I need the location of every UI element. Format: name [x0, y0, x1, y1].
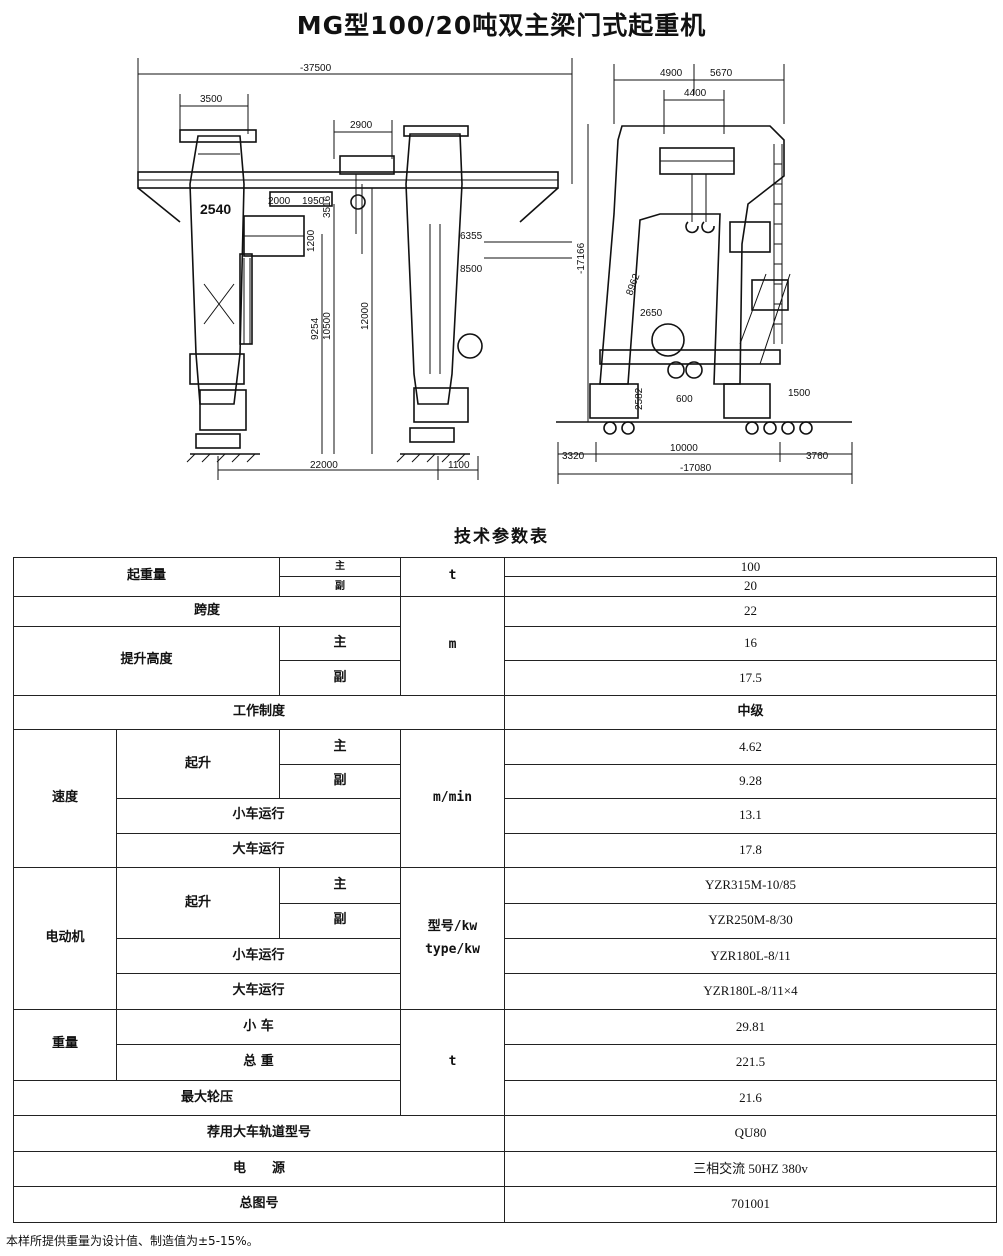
value-motor-aux: YZR250M-8/30 — [504, 902, 998, 940]
label-lifting-capacity: 起重量 — [12, 557, 281, 597]
dim-side-10000: 10000 — [670, 443, 698, 454]
label-motor-trolley: 小车运行 — [115, 938, 402, 975]
label-lift-height: 提升高度 — [12, 625, 281, 696]
dim-6355: 6355 — [460, 231, 483, 242]
value-weight-total: 221.5 — [504, 1044, 998, 1081]
label-weight-total: 总 重 — [115, 1044, 402, 1081]
value-lh-aux: 17.5 — [504, 660, 998, 696]
value-span: 22 — [504, 595, 998, 627]
page-title: MG型100/20吨双主梁门式起重机 — [296, 11, 707, 40]
dim-side-3320: 3320 — [562, 451, 585, 462]
dim-side-2650: 2650 — [640, 308, 663, 319]
label-motor-main: 主 — [279, 867, 402, 904]
crane-drawing: -37500 3500 2900 2540 2000 1950 3516 120… — [137, 58, 853, 484]
value-max-wheel: 21.6 — [504, 1079, 998, 1117]
value-duty: 中级 — [504, 694, 998, 731]
dim-side-17080: -17080 — [680, 463, 712, 474]
unit-speed: m/min — [400, 729, 506, 869]
unit-motor-cn: 型号/kw — [427, 918, 478, 934]
value-motor-main: YZR315M-10/85 — [504, 867, 998, 904]
value-capacity-aux: 20 — [504, 576, 998, 597]
dim-side-17166: -17166 — [576, 242, 587, 274]
label-rail: 荐用大车轨道型号 — [12, 1115, 506, 1152]
dim-side-1500: 1500 — [788, 388, 811, 399]
dim-2000: 2000 — [268, 196, 291, 207]
dim-leg-width: 3500 — [200, 94, 223, 105]
label-motor-hoist: 起升 — [115, 867, 281, 940]
dim-trolley-gauge: 2900 — [350, 120, 373, 131]
value-power: 三相交流 50HZ 380v — [504, 1150, 998, 1188]
label-max-wheel: 最大轮压 — [12, 1079, 402, 1117]
value-motor-trolley: YZR180L-8/11 — [504, 938, 998, 975]
dim-span: 22000 — [310, 460, 338, 471]
value-rail: QU80 — [504, 1115, 998, 1152]
label-aux: 副 — [279, 576, 402, 597]
value-speed-crane: 17.8 — [504, 832, 998, 869]
dim-9254: 9254 — [310, 317, 321, 340]
label-drawing-no: 总图号 — [12, 1186, 506, 1223]
dim-8500: 8500 — [460, 264, 483, 275]
dim-1100: 1100 — [448, 460, 470, 471]
dim-3516: 3516 — [322, 195, 333, 218]
label-motor: 电动机 — [13, 867, 117, 1010]
value-speed-trolley: 13.1 — [504, 798, 998, 834]
dim-1950: 1950 — [302, 196, 325, 207]
dim-side-2582: 2582 — [634, 387, 645, 410]
label-speed-trolley: 小车运行 — [115, 798, 402, 834]
dim-side-3760: 3760 — [806, 451, 829, 462]
dim-overall-length: -37500 — [300, 63, 332, 74]
dim-side-4400: 4400 — [684, 88, 707, 99]
label-speed-crane: 大车运行 — [115, 832, 402, 869]
label-weight: 重量 — [13, 1008, 117, 1081]
spec-table: 起重量 主 t 100 副 20 跨度 m 22 提升高度 主 16 副 17.… — [12, 556, 998, 1223]
table-title: 技术参数表 — [454, 527, 549, 547]
unit-weight: t — [400, 1008, 506, 1117]
unit-motor: 型号/kw type/kw — [400, 867, 506, 1010]
unit-motor-en: type/kw — [425, 941, 480, 957]
label-weight-trolley: 小 车 — [115, 1008, 402, 1046]
label-span: 跨度 — [12, 595, 402, 627]
label-motor-aux: 副 — [279, 902, 402, 940]
value-drawing-no: 701001 — [504, 1186, 998, 1223]
label-lh-aux: 副 — [279, 660, 402, 696]
label-speed-main: 主 — [279, 729, 402, 765]
unit-t: t — [400, 557, 506, 597]
dim-hook: 2540 — [200, 201, 231, 217]
dim-side-4900: 4900 — [660, 68, 683, 79]
value-weight-trolley: 29.81 — [504, 1008, 998, 1046]
value-speed-main: 4.62 — [504, 729, 998, 765]
dim-1200: 1200 — [306, 229, 317, 252]
unit-m: m — [400, 595, 506, 696]
label-power: 电 源 — [12, 1150, 506, 1188]
dim-side-600: 600 — [676, 394, 693, 405]
dim-10500: 10500 — [322, 312, 333, 340]
dim-side-5670: 5670 — [710, 68, 733, 79]
value-motor-crane: YZR180L-8/11×4 — [504, 973, 998, 1010]
footnote: 本样所提供重量为设计值、制造值为±5-15%。 — [6, 1234, 259, 1248]
label-main: 主 — [279, 556, 402, 578]
label-motor-crane: 大车运行 — [115, 973, 402, 1010]
value-capacity-main: 100 — [504, 556, 998, 578]
dim-side-8962: 8962 — [624, 272, 642, 297]
label-speed-aux: 副 — [279, 763, 402, 800]
label-duty: 工作制度 — [12, 694, 506, 731]
dim-12000: 12000 — [360, 302, 371, 330]
label-speed-hoist: 起升 — [115, 729, 281, 800]
label-lh-main: 主 — [279, 625, 402, 662]
label-speed: 速度 — [13, 729, 117, 869]
value-lh-main: 16 — [504, 625, 998, 662]
value-speed-aux: 9.28 — [504, 763, 998, 800]
